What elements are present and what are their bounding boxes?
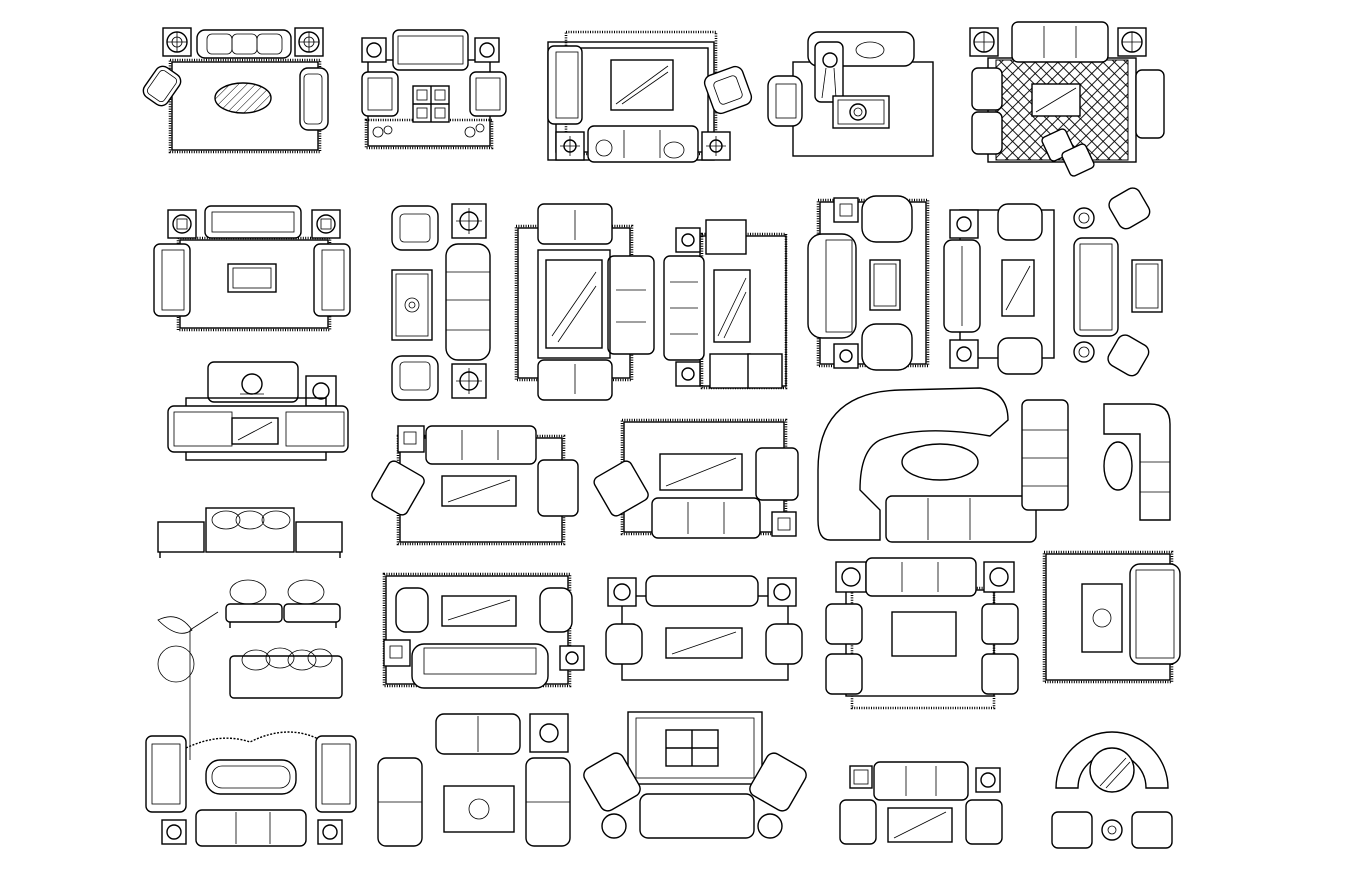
sofa-set-21 (145, 731, 357, 847)
sofa-set-14 (371, 425, 579, 546)
sofa-elevation-1 (157, 507, 343, 558)
sofa-set-24 (839, 761, 1003, 845)
sofa-set-22 (377, 713, 571, 847)
sofa-set-4 (767, 31, 934, 157)
sofa-set-12 (1073, 187, 1163, 377)
sofa-set-19 (825, 557, 1019, 710)
sofa-set-18 (605, 575, 803, 681)
sofa-set-16 (1103, 403, 1171, 521)
sofa-set-11 (943, 203, 1055, 375)
sofa-set-10 (807, 195, 930, 371)
sofa-set-25 (1051, 731, 1173, 849)
curved-sectional (817, 387, 1069, 543)
sofa-set-13 (167, 361, 349, 461)
sofa-set-15 (593, 418, 799, 539)
sofa-set-3 (547, 30, 753, 163)
sofa-set-23 (583, 711, 807, 839)
sofa-set-20 (1042, 550, 1181, 684)
sofa-set-5 (969, 21, 1165, 177)
sofa-set-7 (391, 203, 491, 401)
sofa-set-6 (153, 205, 351, 332)
sofa-elevation-3 (157, 611, 343, 760)
sofa-elevation-2 (225, 579, 341, 628)
sofa-set-2 (361, 29, 507, 150)
sofa-set-17 (382, 572, 585, 689)
sofa-set-8 (514, 203, 655, 401)
sofa-set-1 (142, 27, 329, 154)
sofa-set-9 (663, 219, 788, 390)
